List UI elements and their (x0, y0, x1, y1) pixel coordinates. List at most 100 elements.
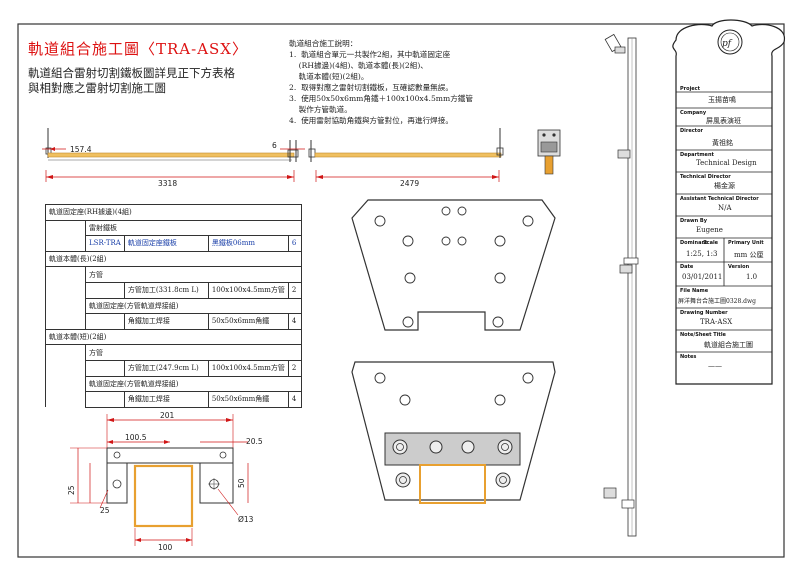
laser-plate-a (351, 199, 556, 331)
subtitle-line-2: 與相對應之雷射切割施工圖 (28, 81, 166, 95)
asst-director-value: N/A (718, 204, 732, 212)
parts-cell-c3: 角鐵加工焊接 (123, 391, 209, 408)
drawn-value: Eugene (696, 226, 723, 234)
parts-cell-c2 (85, 359, 125, 377)
parts-cell-c3: 軌道固定座鐵板 (123, 235, 209, 252)
scale-value: 1:25, 1:3 (686, 250, 718, 258)
project-label: Project (680, 86, 701, 92)
parts-indent-cell (45, 376, 86, 392)
unit-value: mm 公厘 (734, 251, 764, 259)
parts-cell-c1 (45, 282, 86, 299)
parts-cell-c3: 方管加工(331.8cm L) (123, 281, 209, 299)
parts-cell-c5: 4 (287, 391, 302, 408)
parts-cell-c2 (85, 281, 125, 299)
parts-row: 軌道固定座(RH據邊)(4組) (45, 204, 302, 221)
dominant-label: Dominant (680, 240, 708, 246)
dim-100-5-label: 100.5 (125, 433, 147, 442)
parts-cell-c5: 2 (287, 359, 302, 377)
dim-3318-label: 3318 (158, 179, 177, 188)
drawing-number-value: TRA-ASX (700, 318, 733, 326)
note-line: 軌道本體(短)(2組)。 (289, 72, 369, 81)
laser-plate-b (351, 361, 556, 504)
asst-director-label: Assistant Technical Director (680, 196, 759, 202)
parts-cell-c1 (45, 391, 86, 408)
parts-sub-cell: 軌道固定座(方管軌道焊接組) (85, 297, 302, 315)
parts-cell-c4: 100x100x4.5mm方管 (207, 359, 289, 377)
dim-157-label: 157.4 (70, 145, 92, 154)
parts-cell-c5: 2 (287, 281, 302, 299)
parts-row: 方管 (45, 344, 302, 361)
director-value: 黃祖銘 (712, 139, 733, 147)
parts-cell-c2 (85, 391, 125, 408)
dim-25-bottom-label: 25 (100, 506, 110, 515)
file-label: File Name (680, 288, 709, 294)
notes-label: Notes (680, 354, 697, 360)
sheet-title-label: Note/Sheet Title (680, 332, 726, 338)
dim-25-left-label: 25 (67, 485, 76, 495)
note-line: 1. 軌道組合單元一共製作2組，其中軌道固定座 (289, 50, 451, 59)
parts-row: 方管 (45, 266, 302, 283)
note-line: (RH據邊)(4組)、軌道本體(長)(2組)、 (289, 61, 428, 70)
note-line: 2. 取得對應之雷射切割鐵板，互確認數量無誤。 (289, 83, 453, 92)
vertical-rail-drawing (603, 33, 639, 537)
parts-cell-c2: LSR-TRA (85, 235, 125, 252)
company-logo-text: pf (722, 39, 733, 49)
parts-cell-c4: 黑鐵板06mm (207, 235, 289, 252)
parts-cell-c4: 50x50x6mm角鐵 (207, 313, 289, 330)
parts-sub-cell: 方管 (85, 266, 302, 283)
parts-row: 軌道本體(短)(2組) (45, 328, 302, 346)
note-line: 4. 使用雷射協助角鐵與方管對位，再進行焊接。 (289, 116, 453, 125)
parts-cell-c4: 100x100x4.5mm方管 (207, 281, 289, 299)
version-value: 1.0 (746, 273, 758, 281)
parts-cell-c5: 4 (287, 313, 302, 330)
sheet-title-value: 軌道組合施工圖 (704, 341, 753, 349)
department-label: Department (680, 152, 714, 158)
dim-50-label: 50 (237, 478, 246, 488)
parts-cell-c1 (45, 360, 86, 377)
parts-row: 軌道本體(長)(2組) (45, 250, 302, 268)
version-label: Version (728, 264, 750, 270)
date-value: 03/01/2011 (682, 273, 723, 281)
dim-6-label: 6 (272, 141, 277, 150)
parts-row: 軌道固定座(方管軌道焊接組) (45, 297, 302, 315)
dim-201-label: 201 (160, 411, 175, 420)
notes-value: —— (708, 362, 722, 370)
parts-cell-c3: 方管加工(247.9cm L) (123, 359, 209, 377)
file-value: 屏洋舞台合施工圖0328.dwg (678, 298, 756, 305)
drawing-number-label: Drawing Number (680, 310, 728, 316)
dim-2479-label: 2479 (400, 179, 419, 188)
parts-cell-c3: 角鐵加工焊接 (123, 313, 209, 330)
tech-director-value: 楊金源 (714, 182, 735, 190)
department-value: Technical Design (696, 159, 757, 167)
parts-sub-cell: 雷射鐵板 (85, 219, 302, 237)
parts-indent-cell (45, 344, 86, 361)
drawing-subtitle: 軌道組合雷射切割鐵板圖詳見正下方表格 與相對應之雷射切割施工圖 (28, 66, 235, 96)
note-line: 3. 使用50x50x6mm角鐵＋100x100x4.5mm方鐵管 (289, 94, 473, 103)
parts-section-cell: 軌道本體(長)(2組) (45, 250, 302, 268)
sheet-border (17, 23, 785, 558)
note-line: 製作方管軌道。 (289, 105, 352, 114)
parts-row: 雷射鐵板 (45, 219, 302, 237)
tech-director-label: Technical Director (680, 174, 731, 180)
parts-cell-c5: 6 (287, 235, 302, 252)
dim-100-label: 100 (158, 543, 173, 552)
drawn-label: Drawn By (680, 218, 707, 224)
parts-indent-cell (45, 220, 86, 236)
parts-cell-c1 (45, 235, 86, 252)
date-label: Date (680, 264, 694, 270)
notes-heading: 軌道組合施工說明： (289, 39, 358, 48)
subtitle-line-1: 軌道組合雷射切割鐵板圖詳見正下方表格 (28, 66, 235, 80)
rail-short-drawing (308, 128, 504, 182)
rail-long-drawing (42, 128, 305, 182)
company-value: 屏風表演班 (706, 117, 741, 125)
company-label: Company (680, 110, 707, 116)
parts-indent-cell (45, 298, 86, 314)
